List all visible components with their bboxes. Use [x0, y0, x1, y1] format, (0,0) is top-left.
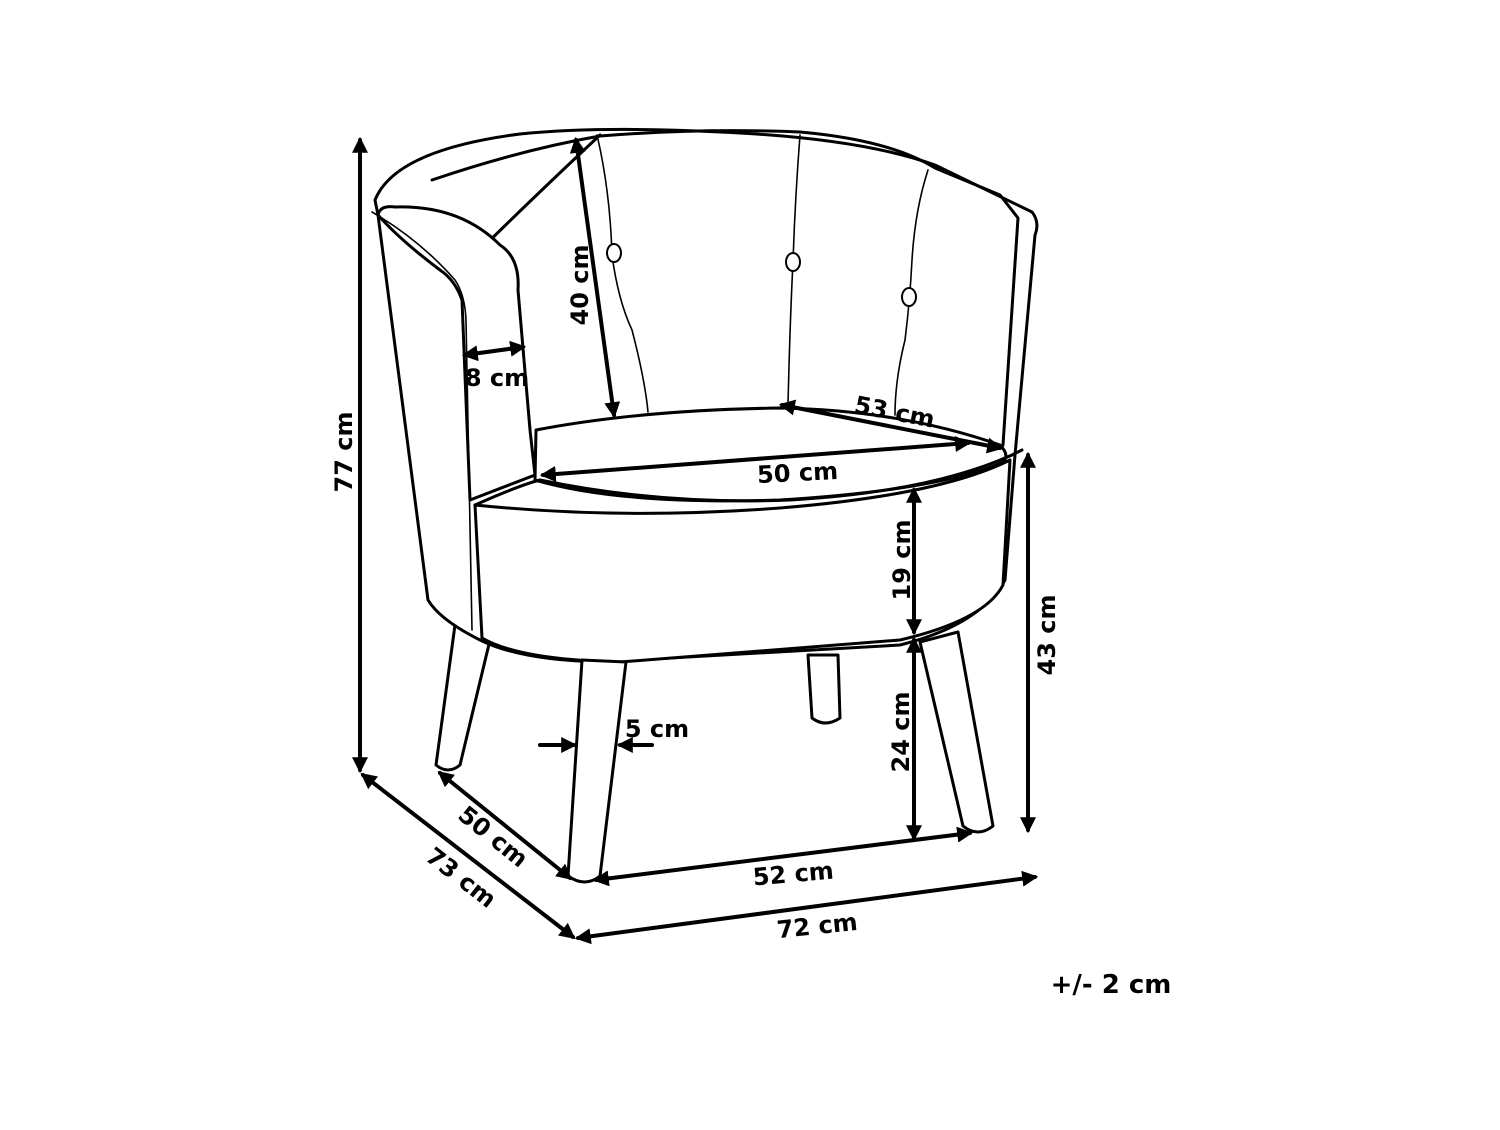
- chair-drawing: [371, 127, 1039, 884]
- dim-total-width: [574, 870, 1039, 945]
- inner-back-curve: [430, 129, 1020, 447]
- label-tolerance: +/- 2 cm: [1051, 970, 1172, 1000]
- dim-armrest-width: [461, 340, 527, 362]
- tufting-button: [901, 287, 917, 307]
- label-armrest-width: 8 cm: [465, 364, 529, 392]
- label-backrest-height: 40 cm: [566, 245, 594, 326]
- back-left-leg: [434, 623, 492, 772]
- label-seat-width: 50 cm: [756, 457, 838, 489]
- dimension-lines: [352, 136, 1039, 945]
- label-seat-height: 43 cm: [1033, 595, 1061, 676]
- label-leg-height: 24 cm: [887, 692, 915, 773]
- left-armrest: [376, 205, 537, 502]
- label-leg-width: 5 cm: [625, 715, 689, 743]
- label-total-height: 77 cm: [330, 412, 358, 493]
- front-left-leg: [566, 658, 628, 884]
- dim-total-depth: [360, 773, 576, 939]
- back-right-leg: [806, 653, 842, 725]
- label-total-width: 72 cm: [775, 908, 858, 944]
- front-right-leg: [918, 630, 995, 834]
- dim-backrest-height: [569, 136, 621, 419]
- dim-seat-width: [539, 435, 972, 483]
- tufting-button: [606, 243, 622, 263]
- label-leg-span-width: 52 cm: [752, 857, 835, 892]
- label-seat-thickness: 19 cm: [888, 520, 916, 601]
- tufting-button: [785, 252, 801, 272]
- left-arm-piping: [371, 211, 473, 631]
